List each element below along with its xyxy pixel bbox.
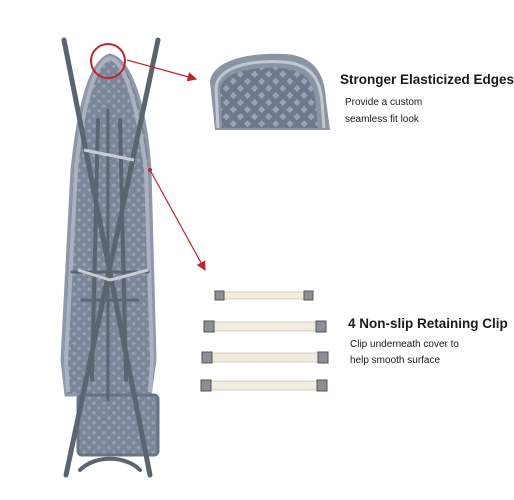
ironing-board [60,37,161,478]
edges-feature-desc-line-2: seamless fit look [345,114,419,125]
retaining-clips [200,290,329,392]
product-illustration [60,37,330,478]
edge-detail-zoom [210,53,330,130]
board-elastic-edge [63,56,111,393]
red-circle-icon [90,43,126,79]
clip-feature-desc-line-1: Clip underneath cover to [350,339,459,350]
edges-feature-desc-line-1: Provide a custom [345,97,423,108]
strap-clip-icon [203,320,327,333]
red-arrow-icon [126,59,198,82]
strap-clip-icon [214,290,314,301]
edges-feature-title: Stronger Elasticized Edges [340,72,514,87]
red-arrow-icon [149,169,206,272]
strap-clip-icon [200,379,328,392]
strap-clip-icon [201,351,329,364]
clip-feature-title: 4 Non-slip Retaining Clip [348,316,508,331]
clip-feature-desc-line-2: help smooth surface [350,355,441,366]
